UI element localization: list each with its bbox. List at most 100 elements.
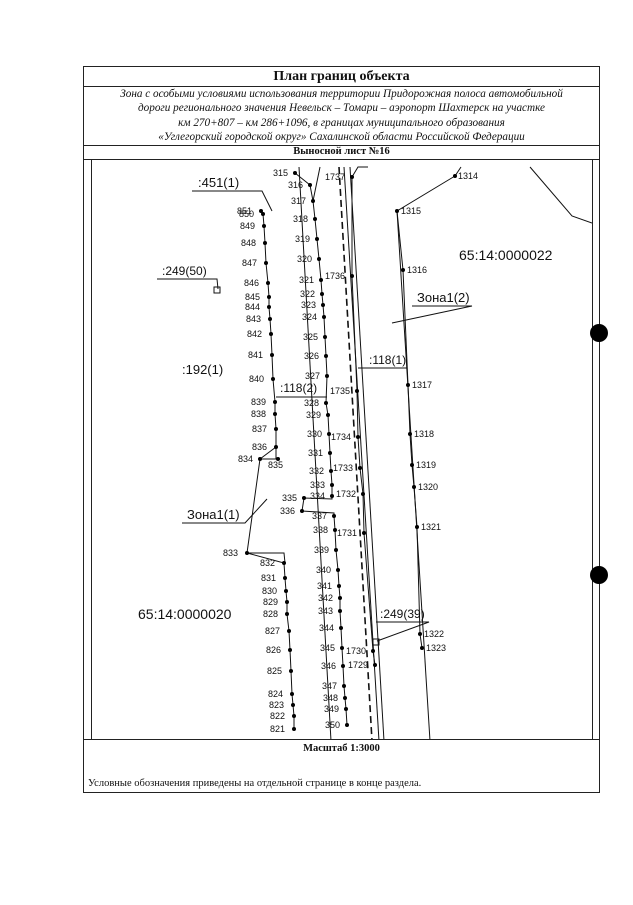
boundary-point bbox=[415, 525, 419, 529]
boundary-line bbox=[351, 166, 368, 178]
point-label: 344 bbox=[319, 623, 334, 633]
boundary-point bbox=[355, 389, 359, 393]
point-label: 849 bbox=[240, 221, 255, 231]
boundary-point bbox=[284, 589, 288, 593]
boundary-point bbox=[322, 315, 326, 319]
point-label: 1323 bbox=[426, 643, 446, 653]
point-label: 327 bbox=[305, 371, 320, 381]
leader-line bbox=[376, 621, 430, 642]
boundary-point bbox=[338, 609, 342, 613]
binder-hole bbox=[590, 324, 608, 342]
boundary-point bbox=[395, 209, 399, 213]
point-label: 845 bbox=[245, 292, 260, 302]
boundary-point bbox=[410, 463, 414, 467]
boundary-point bbox=[330, 483, 334, 487]
boundary-point bbox=[264, 261, 268, 265]
point-label: 1320 bbox=[418, 482, 438, 492]
boundary-point bbox=[292, 727, 296, 731]
boundary-point bbox=[273, 400, 277, 404]
point-label: 838 bbox=[251, 409, 266, 419]
point-label: 825 bbox=[267, 666, 282, 676]
description-line: км 270+807 – км 286+1096, в границах мун… bbox=[178, 116, 505, 129]
sheet-label: Выносной лист №16 bbox=[84, 144, 599, 160]
point-label: 325 bbox=[303, 332, 318, 342]
leader-line bbox=[182, 498, 268, 524]
boundary-map: 8518508498488478468458448438428418408398… bbox=[138, 166, 593, 742]
point-label: 822 bbox=[270, 711, 285, 721]
point-label: 830 bbox=[262, 586, 277, 596]
boundary-point bbox=[334, 548, 338, 552]
point-label: 847 bbox=[242, 258, 257, 268]
description-line: дороги регионального значения Невельск –… bbox=[137, 102, 546, 115]
point-label: 340 bbox=[316, 565, 331, 575]
boundary-point bbox=[321, 303, 325, 307]
point-label: 1729 bbox=[348, 660, 368, 670]
boundary-point bbox=[274, 445, 278, 449]
boundary-point bbox=[317, 257, 321, 261]
point-label: 335 bbox=[282, 493, 297, 503]
point-label: 350 bbox=[325, 720, 340, 730]
point-label: 339 bbox=[314, 545, 329, 555]
boundary-point bbox=[340, 646, 344, 650]
point-label: 837 bbox=[252, 424, 267, 434]
boundary-point bbox=[324, 401, 328, 405]
point-label: 334 bbox=[310, 491, 325, 501]
boundary-point bbox=[245, 551, 249, 555]
boundary-point bbox=[406, 383, 410, 387]
boundary-point bbox=[300, 509, 304, 513]
parcel-label: :118(2) bbox=[280, 381, 317, 395]
boundary-point bbox=[336, 568, 340, 572]
point-label: 846 bbox=[244, 278, 259, 288]
point-label: 1314 bbox=[458, 171, 478, 181]
boundary-point bbox=[337, 584, 341, 588]
parcel-label: :118(1) bbox=[369, 353, 406, 367]
point-label: 823 bbox=[269, 700, 284, 710]
boundary-point bbox=[326, 413, 330, 417]
point-label: 328 bbox=[304, 398, 319, 408]
boundary-point bbox=[302, 496, 306, 500]
point-label: 319 bbox=[295, 234, 310, 244]
block-boundary-line bbox=[529, 166, 593, 224]
point-label: 827 bbox=[265, 626, 280, 636]
point-label: 343 bbox=[318, 606, 333, 616]
boundary-point bbox=[293, 171, 297, 175]
boundary-point bbox=[453, 174, 457, 178]
boundary-point bbox=[344, 707, 348, 711]
point-label: 322 bbox=[300, 289, 315, 299]
boundary-point bbox=[282, 561, 286, 565]
point-label: 342 bbox=[318, 593, 333, 603]
boundary-point bbox=[332, 514, 336, 518]
boundary-point bbox=[418, 632, 422, 636]
boundary-point bbox=[287, 629, 291, 633]
object-description: Зона с особыми условиями использования т… bbox=[84, 86, 599, 146]
boundary-point bbox=[361, 492, 365, 496]
point-label: 1731 bbox=[337, 528, 357, 538]
point-label: 1315 bbox=[401, 206, 421, 216]
point-label: 321 bbox=[299, 275, 314, 285]
point-label: 850 bbox=[239, 209, 254, 219]
road-edge-line bbox=[298, 166, 332, 742]
parcel-label: :249(39) bbox=[380, 607, 425, 621]
boundary-point bbox=[267, 295, 271, 299]
boundary-point bbox=[323, 335, 327, 339]
boundary-point bbox=[269, 332, 273, 336]
boundary-point bbox=[271, 377, 275, 381]
boundary-line bbox=[294, 172, 348, 726]
boundary-point bbox=[333, 528, 337, 532]
plan-sheet: План границ объекта Зона с особыми услов… bbox=[83, 66, 600, 793]
description-line: «Углегорский городской округ» Сахалинско… bbox=[158, 130, 525, 143]
boundary-line bbox=[351, 177, 376, 666]
point-label: 834 bbox=[238, 454, 253, 464]
boundary-point bbox=[274, 427, 278, 431]
boundary-point bbox=[362, 531, 366, 535]
point-label: 323 bbox=[301, 300, 316, 310]
boundary-point bbox=[315, 237, 319, 241]
point-label: 336 bbox=[280, 506, 295, 516]
boundary-point bbox=[292, 714, 296, 718]
boundary-point bbox=[320, 292, 324, 296]
boundary-point bbox=[324, 354, 328, 358]
point-label: 326 bbox=[304, 351, 319, 361]
boundary-point bbox=[356, 435, 360, 439]
boundary-point bbox=[291, 703, 295, 707]
